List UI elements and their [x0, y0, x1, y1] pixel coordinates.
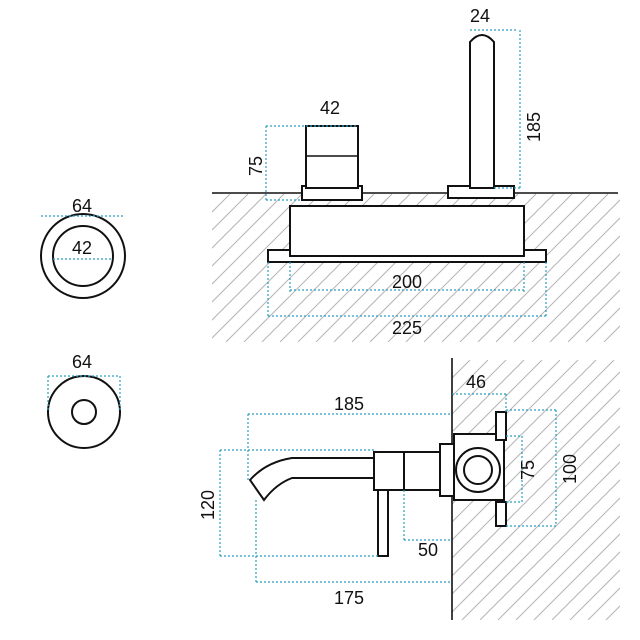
hatch-line [452, 360, 525, 433]
box-width-label: 200 [392, 272, 422, 292]
spout-width-label: 24 [470, 6, 490, 26]
spout-curve [248, 457, 375, 502]
handle-ring-view: 64 42 [40, 196, 126, 299]
rosette-inner-circle [71, 399, 97, 425]
spout-length-label: 175 [334, 588, 364, 608]
hatch-line [549, 271, 620, 342]
front-view: 24 185 42 75 200 225 [212, 6, 620, 342]
hatch-line [567, 289, 620, 342]
hatch-line [212, 194, 249, 231]
height-label: 120 [198, 490, 218, 520]
hatch-line [603, 325, 620, 342]
ring-inner-circle [52, 225, 114, 287]
hatch-line [212, 194, 267, 249]
hatch-line [461, 461, 620, 620]
hatch-line [477, 199, 620, 342]
hatch-line [452, 360, 579, 487]
hatch-line [587, 587, 620, 620]
projection-label: 185 [334, 394, 364, 414]
hatch-line [479, 479, 620, 620]
hatch-line [423, 194, 573, 342]
ring-outer-label: 64 [72, 196, 92, 216]
hatch-line [452, 389, 620, 559]
hatch-line [513, 235, 620, 342]
hatch-line [452, 360, 507, 415]
wall-depth-label: 46 [466, 372, 486, 392]
plate-width-label: 225 [392, 318, 422, 338]
box-inner-height-label: 75 [518, 460, 538, 480]
handle-offset-label: 50 [418, 540, 438, 560]
hatch-line [441, 194, 591, 342]
handle-body [305, 125, 359, 189]
hatch-line [531, 253, 620, 342]
box-height-label: 100 [560, 454, 580, 484]
rosette-diameter-label: 64 [72, 352, 92, 372]
hatch-line [497, 497, 620, 620]
hatch-line [212, 194, 285, 267]
hatch-line [569, 569, 620, 620]
hatch-line [405, 194, 555, 342]
handle-height-label: 75 [246, 156, 266, 176]
concealed-box [289, 205, 525, 257]
hatch-line [212, 194, 303, 285]
wall-mount-view: 185 120 175 50 46 75 100 [198, 358, 620, 620]
hatch-line [533, 533, 620, 620]
valve-inner-ring [463, 455, 493, 485]
hatch-line [452, 360, 561, 469]
hatch-line [585, 307, 620, 342]
hatch-line [459, 194, 609, 342]
ring-inner-label: 42 [72, 238, 92, 258]
spout-pipe [469, 34, 495, 189]
hatch-line [551, 551, 620, 620]
handle-width-label: 42 [320, 98, 340, 118]
escutcheon-rosette [439, 443, 455, 497]
rosette-view: 64 [47, 352, 121, 449]
hatch-line [452, 360, 543, 451]
spout-height-label: 185 [524, 112, 544, 142]
hatch-line [452, 407, 620, 577]
hatch-line [495, 217, 620, 342]
lever-handle [377, 489, 389, 557]
hatch-line [452, 443, 620, 613]
hatch-line [515, 515, 620, 620]
